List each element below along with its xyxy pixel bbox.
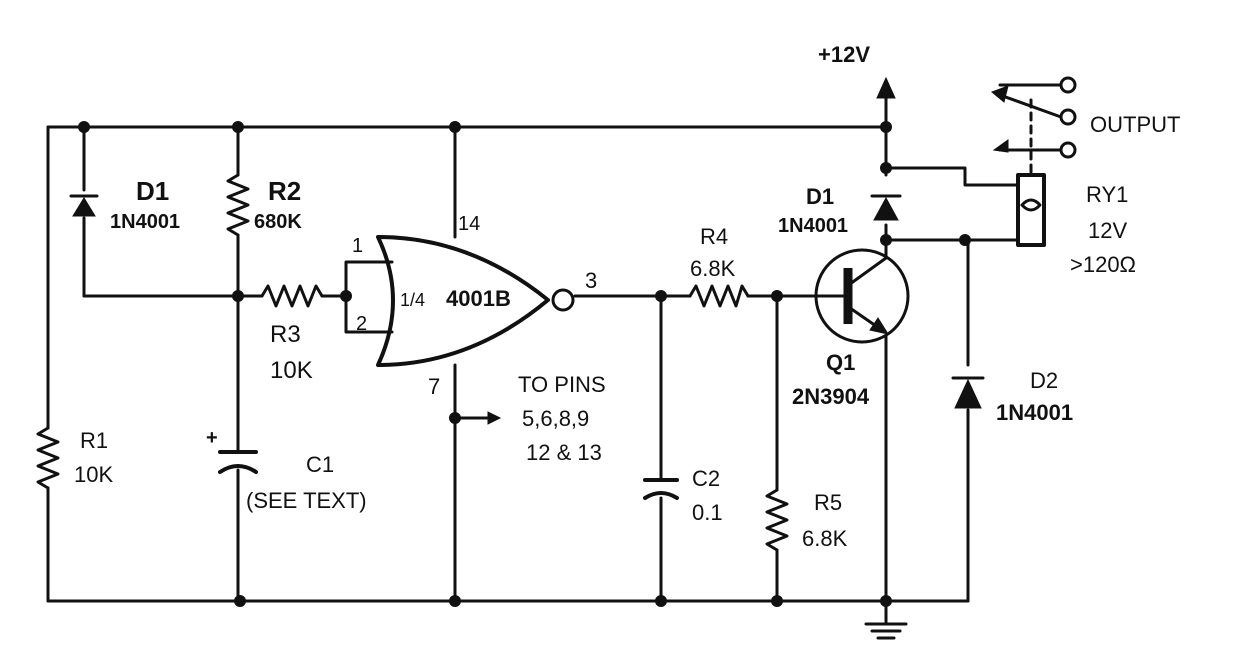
wires [46, 93, 1020, 624]
supply-label: +12V [818, 42, 870, 67]
relay-contact-com [1059, 108, 1077, 126]
d1-left-value: 1N4001 [110, 211, 180, 233]
r1-value: 10K [74, 462, 113, 487]
r5-value: 6.8K [802, 526, 848, 551]
r4-ref: R4 [700, 224, 728, 249]
note-line-1: TO PINS [518, 372, 606, 397]
gate-pin-3: 3 [585, 268, 597, 293]
transistor-q1: Q1 2N3904 [792, 248, 910, 409]
diode-d1-right: D1 1N4001 [778, 184, 902, 237]
d2-ref: D2 [1030, 368, 1058, 393]
r3-value: 10K [270, 357, 313, 384]
relay-coil-icon [1016, 173, 1046, 247]
relay-ry1: OUTPUT RY1 12V >120Ω [991, 76, 1180, 277]
capacitor-c1: + C1 (SEE TEXT) [206, 427, 367, 513]
resistor-r5: R5 6.8K [765, 488, 848, 552]
gate-pin-14: 14 [458, 213, 480, 235]
c1-value: (SEE TEXT) [246, 488, 367, 513]
capacitor-c1-plate-bottom [218, 464, 258, 474]
resistor-r3: R3 10K [260, 284, 324, 384]
c1-ref: C1 [306, 452, 334, 477]
c2-value: 0.1 [692, 500, 723, 525]
gate-pin-1: 1 [352, 235, 363, 257]
junctions [78, 121, 971, 607]
d2-value: 1N4001 [996, 400, 1073, 425]
supply-arrow-icon [876, 76, 896, 99]
c2-ref: C2 [692, 466, 720, 491]
ry1-ref: RY1 [1086, 182, 1128, 207]
d1-left-ref: D1 [136, 176, 169, 206]
resistor-r5-icon [765, 488, 789, 552]
d1-right-ref: D1 [806, 184, 834, 209]
resistor-r3-icon [260, 284, 324, 308]
note-line-3: 12 & 13 [526, 440, 602, 465]
r5-ref: R5 [814, 490, 842, 515]
r2-ref: R2 [268, 176, 301, 206]
resistor-r1-icon [36, 426, 60, 490]
note-arrow-icon [487, 411, 502, 425]
q1-ref: Q1 [826, 350, 855, 375]
unused-pins-note: TO PINS 5,6,8,9 12 & 13 [487, 372, 606, 465]
nor-gate-icon [376, 235, 550, 367]
gate-pin-2: 2 [356, 313, 367, 335]
d1-right-value: 1N4001 [778, 215, 848, 237]
capacitor-c2-plate-bottom [643, 491, 679, 500]
resistor-r1: R1 10K [36, 426, 113, 490]
q1-value: 2N3904 [792, 384, 870, 409]
diode-d1-left-icon [72, 197, 96, 217]
transistor-q1-icon [814, 248, 910, 344]
diode-d1-left: D1 1N4001 [69, 176, 180, 233]
output-label: OUTPUT [1090, 112, 1180, 137]
nor-gate-4001b: 1/4 4001B 1 2 3 14 7 [352, 213, 597, 399]
c1-polarity: + [206, 427, 218, 449]
capacitor-c2: C2 0.1 [643, 466, 723, 525]
resistor-r4: R4 6.8K [688, 224, 750, 308]
diode-d1-right-icon [873, 196, 899, 221]
note-line-2: 5,6,8,9 [522, 406, 589, 431]
relay-contact-nc [1059, 76, 1077, 94]
gate-fraction: 1/4 [400, 290, 425, 310]
resistor-r2: R2 680K [226, 173, 302, 237]
ry1-resistance: >120Ω [1070, 252, 1136, 277]
r4-value: 6.8K [690, 256, 736, 281]
ground-symbol [864, 622, 908, 640]
ry1-voltage: 12V [1088, 218, 1127, 243]
supply-12v: +12V [818, 42, 896, 99]
diode-d2-icon [954, 378, 982, 409]
diode-d2: D2 1N4001 [951, 368, 1073, 425]
r2-value: 680K [254, 211, 302, 233]
gate-pin-7: 7 [428, 374, 440, 399]
gate-part: 4001B [446, 286, 511, 311]
resistor-r4-icon [688, 284, 750, 308]
relay-contact-no [1059, 141, 1077, 159]
r3-ref: R3 [270, 321, 301, 348]
resistor-r2-icon [226, 173, 250, 237]
r1-ref: R1 [80, 428, 108, 453]
inverter-bubble-icon [551, 288, 575, 312]
